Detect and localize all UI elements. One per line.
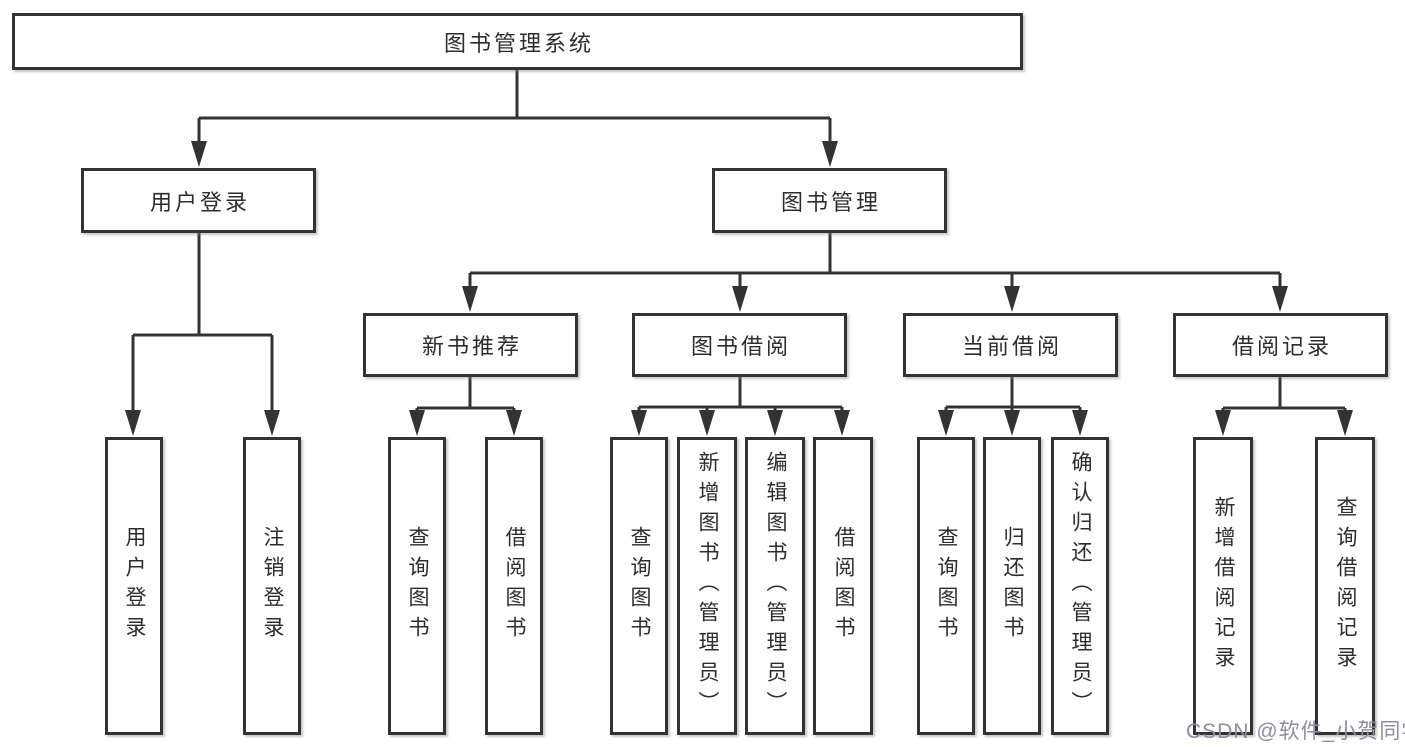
connector-lines <box>131 70 1347 411</box>
leaf-query-books-current: 查询图书 <box>917 437 975 735</box>
leaf-borrow-books-recommend: 借阅图书 <box>485 437 543 735</box>
arrow-down-icon <box>938 410 954 436</box>
leaf-add-borrow-record: 新增借阅记录 <box>1193 437 1253 735</box>
node-new-book-recommend: 新书推荐 <box>363 313 578 377</box>
node-book-borrow: 图书借阅 <box>632 313 847 377</box>
node-system-root: 图书管理系统 <box>12 13 1023 70</box>
leaf-query-borrow-record: 查询借阅记录 <box>1315 437 1375 735</box>
arrow-down-icon <box>1215 410 1231 436</box>
leaf-add-book-admin: 新增图书（管理员） <box>677 437 737 735</box>
arrow-down-icon <box>732 286 748 312</box>
arrow-down-icon <box>1337 410 1353 436</box>
arrow-down-icon <box>1072 410 1088 436</box>
arrow-down-icon <box>699 410 715 436</box>
arrow-down-icon <box>125 410 141 436</box>
arrow-down-icon <box>264 410 280 436</box>
leaf-logout: 注销登录 <box>243 437 301 735</box>
arrow-down-icon <box>822 141 838 167</box>
node-borrow-records: 借阅记录 <box>1173 313 1388 377</box>
watermark: CSDN @软件_小贺同学 <box>1186 720 1405 743</box>
leaf-user-login: 用户登录 <box>105 437 163 735</box>
arrow-down-icon <box>1272 286 1288 312</box>
arrow-down-icon <box>506 410 522 436</box>
arrow-down-icon <box>834 410 850 436</box>
arrow-down-icon <box>409 410 425 436</box>
arrow-down-icon <box>462 286 478 312</box>
arrow-down-icon <box>1004 410 1020 436</box>
leaf-query-books-recommend: 查询图书 <box>388 437 446 735</box>
arrow-down-icon <box>191 141 207 167</box>
arrowhead-icons <box>125 141 1353 436</box>
leaf-confirm-return-admin: 确认归还（管理员） <box>1051 437 1109 735</box>
leaf-query-books-borrow: 查询图书 <box>610 437 668 735</box>
arrow-down-icon <box>767 410 783 436</box>
leaf-return-book: 归还图书 <box>983 437 1041 735</box>
arrow-down-icon <box>1004 286 1020 312</box>
node-book-management: 图书管理 <box>712 168 947 233</box>
node-user-login: 用户登录 <box>81 168 316 233</box>
leaf-borrow-books: 借阅图书 <box>813 437 873 735</box>
leaf-edit-book-admin: 编辑图书（管理员） <box>745 437 805 735</box>
node-current-borrow: 当前借阅 <box>903 313 1118 377</box>
arrow-down-icon <box>631 410 647 436</box>
